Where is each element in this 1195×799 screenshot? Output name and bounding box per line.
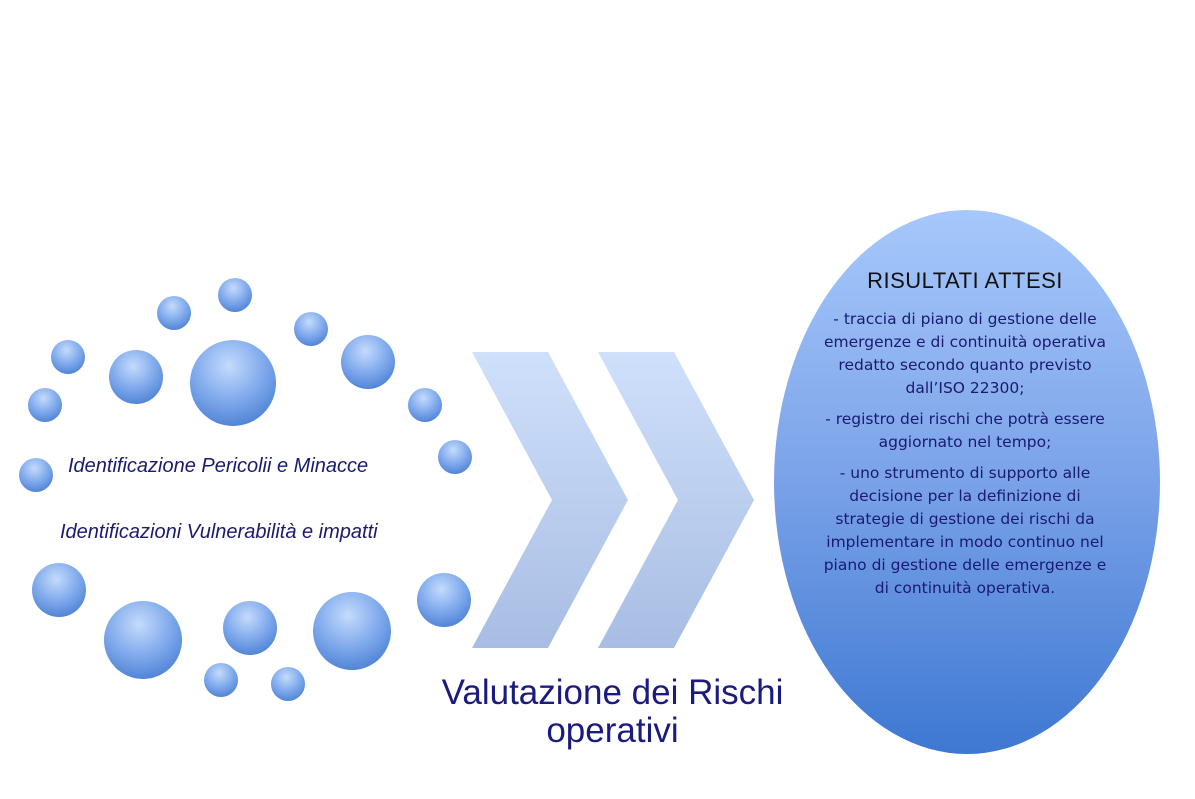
- bubble-circle: [109, 350, 163, 404]
- bubble-circle: [19, 458, 53, 492]
- result-item-2: - registro dei rischi che potrà essere a…: [825, 410, 1105, 451]
- bubble-circle: [204, 663, 238, 697]
- bubble-circle: [271, 667, 305, 701]
- bubble-circle: [294, 312, 328, 346]
- bubble-circle: [28, 388, 62, 422]
- risk-assessment-title-line2: operativi: [546, 711, 679, 750]
- chevron-arrow-2: [598, 352, 754, 648]
- bubble-circle: [408, 388, 442, 422]
- chevron-arrow-1: [472, 352, 628, 648]
- result-item-3: - uno strumento di supporto alle decisio…: [823, 464, 1107, 597]
- bubble-circle: [32, 563, 86, 617]
- bubble-circle: [223, 601, 277, 655]
- results-content: RISULTATI ATTESI - traccia di piano di g…: [820, 268, 1110, 608]
- bubble-circle: [417, 573, 471, 627]
- bubble-circle: [51, 340, 85, 374]
- bubble-circle: [157, 296, 191, 330]
- bubble-circle: [190, 340, 276, 426]
- results-title: RISULTATI ATTESI: [867, 268, 1063, 293]
- result-item-1: - traccia di piano di gestione delle eme…: [823, 310, 1107, 397]
- results-ellipse-shape: [774, 210, 1160, 754]
- bubble-circle: [341, 335, 395, 389]
- risk-assessment-title-line1: Valutazione dei Rischi: [441, 673, 784, 712]
- bubble-circle: [313, 592, 391, 670]
- vulnerabilities-label: Identificazioni Vulnerabilità e impatti: [60, 521, 378, 543]
- bubble-circle: [104, 601, 182, 679]
- hazards-label: Identificazione Pericolii e Minacce: [68, 455, 369, 477]
- risk-assessment-title: Valutazione dei Rischi operativi: [400, 674, 825, 750]
- bubble-circle: [438, 440, 472, 474]
- bubble-circle: [218, 278, 252, 312]
